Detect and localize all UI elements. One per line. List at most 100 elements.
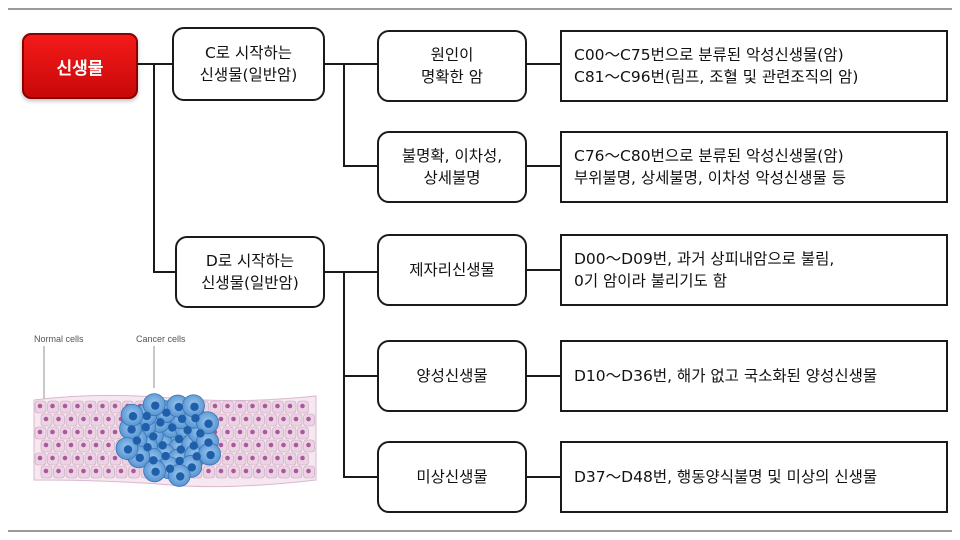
normal-cell-nucleus — [306, 442, 311, 448]
normal-cell-nucleus — [43, 442, 49, 448]
cancer-cell-nucleus — [176, 472, 185, 481]
description-text: C76～C80번으로 분류된 악성신생물(암) 부위불명, 상세불명, 이차성 … — [574, 146, 846, 187]
cancer-cell-nucleus — [156, 418, 165, 427]
normal-cell-nucleus — [75, 455, 80, 461]
normal-cell-nucleus — [100, 403, 105, 409]
normal-cell-nucleus — [62, 403, 68, 409]
normal-cell-nucleus — [131, 468, 136, 474]
connector-line — [343, 165, 377, 167]
normal-cell-nucleus — [50, 455, 55, 461]
normal-cell-nucleus — [100, 429, 105, 435]
normal-cell-nucleus — [112, 403, 118, 409]
normal-cell-nucleus — [212, 403, 218, 409]
description-box-uncertain: D37～D48번, 행동양식불명 및 미상의 신생물 — [560, 441, 948, 513]
normal-cell-nucleus — [112, 455, 118, 461]
subtype-node-label: 제자리신생물 — [409, 260, 495, 279]
normal-cell-nucleus — [287, 403, 293, 409]
normal-cell-nucleus — [268, 442, 274, 448]
cancer-cell-nucleus — [143, 442, 152, 452]
description-text: C00～C75번으로 분류된 악성신생물(암) C81～C96번(림프, 조혈 … — [574, 45, 859, 86]
cancer-cell-nucleus — [142, 411, 152, 421]
normal-cell-nucleus — [225, 403, 230, 409]
description-box-unspecified: C76～C80번으로 분류된 악성신생물(암) 부위불명, 상세불명, 이차성 … — [560, 131, 948, 203]
normal-cell-nucleus — [81, 416, 86, 422]
subtype-node-label: 원인이 명확한 암 — [421, 45, 483, 86]
cancer-cell-nucleus — [151, 401, 160, 410]
cancer-cell-nucleus — [167, 423, 177, 432]
category-node-label: D로 시작하는 신생물(일반암) — [201, 251, 299, 292]
connector-line — [527, 476, 560, 478]
normal-cell-nucleus — [43, 468, 49, 474]
normal-cell-nucleus — [56, 442, 61, 448]
description-text: D00～D09번, 과거 상피내암으로 불림, 0기 암이라 불리기도 함 — [574, 249, 835, 290]
cancer-cell-nucleus — [158, 441, 167, 450]
normal-cell-nucleus — [262, 455, 268, 461]
normal-cell-nucleus — [275, 429, 280, 435]
normal-cell-nucleus — [93, 416, 99, 422]
description-box-in-situ: D00～D09번, 과거 상피내암으로 불림, 0기 암이라 불리기도 함 — [560, 234, 948, 306]
normal-cell-nucleus — [218, 416, 224, 422]
normal-cell-nucleus — [68, 442, 74, 448]
normal-cell-nucleus — [37, 455, 43, 461]
normal-cell-nucleus — [275, 403, 280, 409]
normal-cell-nucleus — [300, 455, 305, 461]
subtype-node-label: 양성신생물 — [416, 366, 488, 385]
normal-cell-nucleus — [293, 416, 299, 422]
normal-cell-nucleus — [106, 468, 111, 474]
cancer-cell-nucleus — [206, 450, 215, 460]
cancer-cell-nucleus — [174, 402, 184, 412]
normal-cell-nucleus — [225, 429, 230, 435]
connector-line — [153, 63, 155, 273]
normal-cell-nucleus — [87, 429, 93, 435]
normal-cell-nucleus — [281, 416, 286, 422]
description-box-benign: D10～D36번, 해가 없고 국소화된 양성신생물 — [560, 340, 948, 412]
cancer-cell-nucleus — [135, 453, 144, 462]
cancer-cell-nucleus — [141, 423, 150, 432]
category-node-label: C로 시작하는 신생물(일반암) — [199, 43, 298, 84]
cancer-cell-nucleus — [162, 408, 171, 417]
cancer-cell-nucleus — [149, 456, 158, 465]
normal-cell-nucleus — [81, 442, 86, 448]
connector-line — [325, 63, 377, 65]
normal-cell-nucleus — [68, 468, 74, 474]
connector-line — [527, 63, 560, 65]
cancer-cell-nucleus — [192, 452, 201, 461]
subtype-node-unspecified: 불명확, 이차성, 상세불명 — [377, 131, 527, 203]
cancer-cell-nucleus — [128, 412, 138, 421]
normal-cell-nucleus — [62, 429, 68, 435]
cancer-cell-nucleus — [177, 414, 187, 424]
normal-cell-nucleus — [243, 468, 249, 474]
subtype-node-definite-cause: 원인이 명확한 암 — [377, 30, 527, 102]
normal-cell-nucleus — [243, 442, 249, 448]
cancer-cell-nucleus — [187, 463, 197, 472]
normal-cell-nucleus — [281, 442, 286, 448]
normal-cell-nucleus — [293, 468, 299, 474]
cancer-cell-nucleus — [191, 414, 200, 423]
normal-cell-nucleus — [68, 416, 74, 422]
cancer-cells-label: Cancer cells — [136, 334, 186, 344]
normal-cell-nucleus — [250, 455, 255, 461]
cancer-cell-nucleus — [183, 425, 192, 435]
normal-cell-nucleus — [56, 416, 61, 422]
normal-cell-nucleus — [75, 429, 80, 435]
normal-cell-nucleus — [100, 455, 105, 461]
diagram-frame — [8, 8, 952, 532]
category-node-c-code: C로 시작하는 신생물(일반암) — [172, 27, 325, 101]
normal-cell-nucleus — [225, 455, 230, 461]
cancer-cell-nucleus — [161, 451, 170, 461]
normal-cells-label: Normal cells — [34, 334, 84, 344]
cancer-cell-nucleus — [149, 432, 158, 441]
normal-cell-nucleus — [62, 455, 68, 461]
normal-cell-nucleus — [106, 416, 111, 422]
normal-cell-nucleus — [37, 403, 43, 409]
connector-line — [527, 269, 560, 271]
normal-cell-nucleus — [300, 403, 305, 409]
normal-cell-nucleus — [37, 429, 43, 435]
normal-cell-nucleus — [293, 442, 299, 448]
cancer-cell-nucleus — [196, 429, 205, 438]
normal-cell-nucleus — [256, 416, 261, 422]
description-text: D10～D36번, 해가 없고 국소화된 양성신생물 — [574, 366, 878, 385]
normal-cell-nucleus — [237, 455, 243, 461]
cancer-cell-nucleus — [176, 445, 186, 454]
normal-cell-nucleus — [300, 429, 305, 435]
